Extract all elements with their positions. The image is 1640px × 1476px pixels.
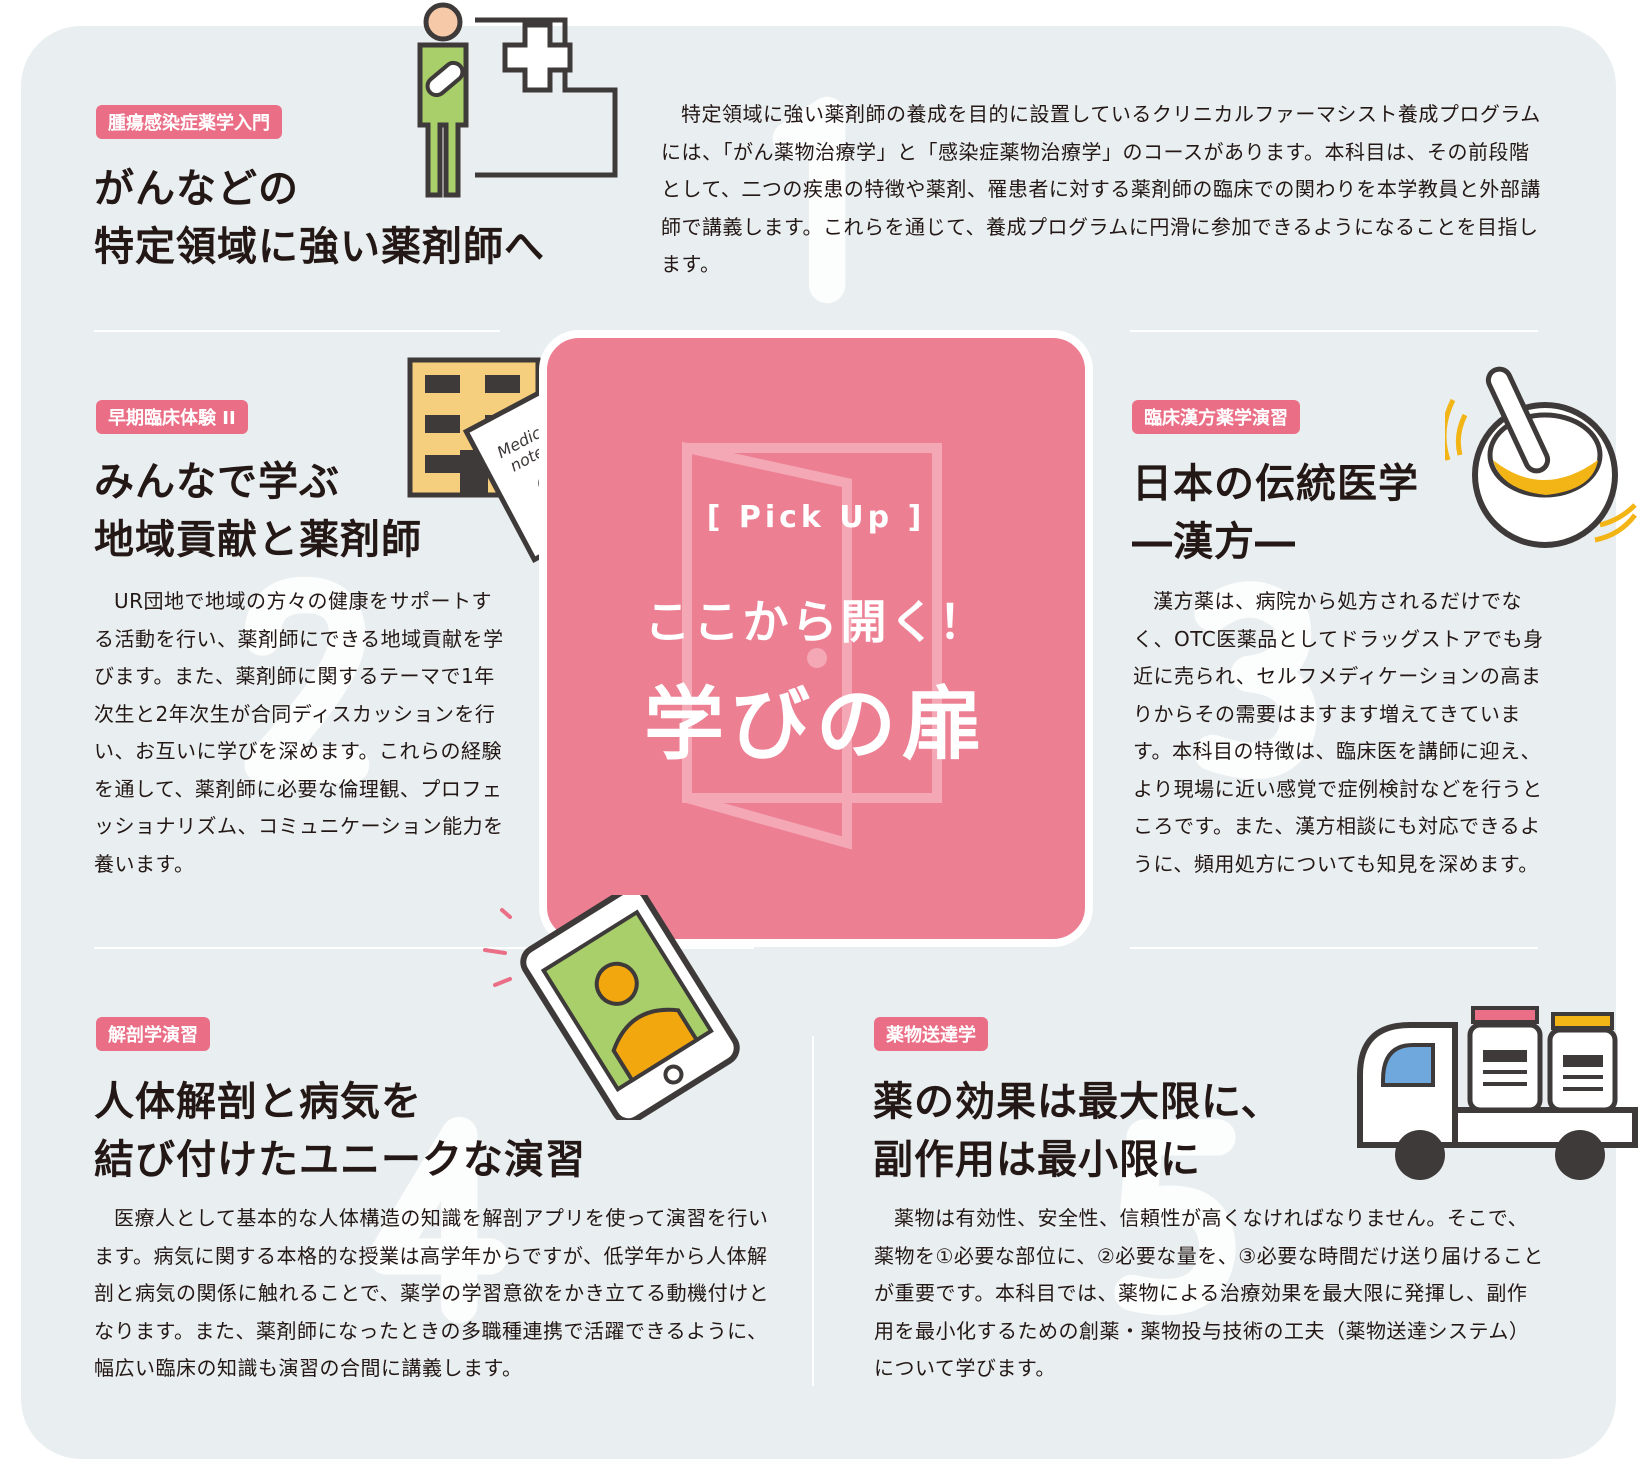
section-heading: 日本の伝統医学 ―漢方― bbox=[1132, 461, 1419, 565]
section-body: 医療人として基本的な人体構造の知識を解剖アプリを使って演習を行います。病気に関す… bbox=[94, 1206, 770, 1380]
section-body: 漢方薬は、病院から処方されるだけでなく、OTC医薬品としてドラッグストアでも身近… bbox=[1133, 589, 1544, 876]
section-body: 特定領域に強い薬剤師の養成を目的に設置しているクリニカルファーマシスト養成プログ… bbox=[661, 102, 1541, 276]
section-number-5-watermark bbox=[1114, 1119, 1236, 1316]
section-body: 薬物は有効性、安全性、信頼性が高くなければなりません。そこで、薬物を①必要な部位… bbox=[874, 1206, 1544, 1380]
section-heading: みんなで学ぶ 地域貢献と薬剤師 bbox=[94, 459, 422, 563]
vertical-divider bbox=[812, 1036, 814, 1386]
door-icon bbox=[682, 441, 942, 850]
course-tag: 解剖学演習 bbox=[96, 1017, 210, 1051]
numeral-glyph bbox=[244, 576, 370, 784]
numeral-glyph bbox=[772, 96, 846, 304]
course-tag: 薬物送達学 bbox=[874, 1017, 988, 1051]
course-tag: 腫瘍感染症薬学入門 bbox=[96, 105, 282, 139]
pickup-subtitle: ここから開く！ bbox=[644, 595, 988, 649]
pickup-label: [ Pick Up ] bbox=[706, 500, 926, 535]
smartphone-anatomy-icon bbox=[483, 895, 740, 1120]
pickup-title: 学びの扉 bbox=[644, 678, 988, 771]
section-number-1-watermark bbox=[772, 96, 846, 304]
divider bbox=[1130, 330, 1538, 332]
numeral-glyph bbox=[1194, 581, 1317, 780]
section-heading: 薬の効果は最大限に、 副作用は最小限に bbox=[873, 1079, 1282, 1183]
delivery-truck-icon bbox=[1357, 1006, 1638, 1180]
divider bbox=[1130, 947, 1538, 949]
section-number-3-watermark bbox=[1194, 581, 1317, 780]
section-heading: 人体解剖と病気を 結び付けたユニークな演習 bbox=[94, 1079, 586, 1183]
section-number-2-watermark bbox=[244, 576, 370, 784]
divider bbox=[94, 330, 500, 332]
pharmacist-icon bbox=[417, 2, 618, 198]
divider bbox=[94, 947, 754, 949]
numeral-glyph bbox=[1114, 1119, 1236, 1316]
course-tag: 早期臨床体験 II bbox=[96, 400, 248, 434]
section-body: UR団地で地域の方々の健康をサポートする活動を行い、薬剤師にできる地域貢献を学び… bbox=[94, 589, 504, 876]
mortar-pestle-icon bbox=[1445, 366, 1637, 548]
numeral-glyph bbox=[368, 1116, 508, 1324]
section-heading: がんなどの 特定領域に強い薬剤師へ bbox=[94, 166, 545, 270]
section-number-4-watermark bbox=[368, 1116, 508, 1324]
pickup-panel[interactable]: [ Pick Up ] ここから開く！ 学びの扉 bbox=[539, 330, 1093, 947]
course-tag: 臨床漢方薬学演習 bbox=[1132, 400, 1300, 434]
